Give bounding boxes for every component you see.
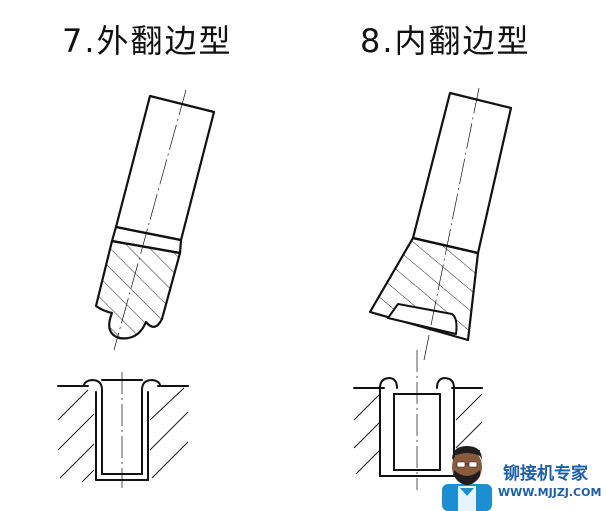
title-outer-flange-type: 7.外翻边型 [62, 22, 233, 60]
watermark-url: WWW.MJJZJ.COM [498, 486, 602, 499]
watermark-site-name: 铆接机专家 [503, 464, 588, 484]
outer-flange-workpiece [57, 372, 189, 488]
title-inner-flange-type: 8.内翻边型 [360, 22, 531, 60]
outer-flange-lip-right [141, 379, 161, 391]
outer-tool-head [94, 239, 182, 340]
inner-tool-cavity [387, 303, 458, 335]
outer-tool-shaft [114, 94, 216, 242]
outer-hatch-right [149, 387, 189, 479]
inner-flange-lip-left [379, 377, 398, 389]
inner-hatch-left [353, 393, 381, 475]
outer-flange-tool [94, 89, 216, 351]
outer-tool-centerline [113, 89, 187, 351]
inner-flange-tool [368, 87, 513, 361]
outer-hatch-left [57, 389, 95, 483]
inner-tool-centerline [423, 87, 480, 361]
mascot-avatar-icon [442, 446, 492, 511]
outer-flange-lip-left [83, 379, 103, 391]
inner-flange-lip-right [436, 377, 455, 389]
